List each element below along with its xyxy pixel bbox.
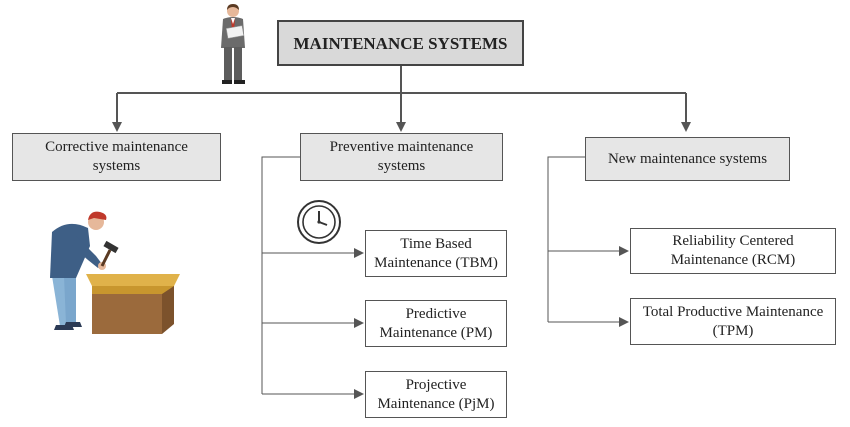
rcm-box: Reliability Centered Maintenance (RCM): [630, 228, 836, 274]
preventive-trunk-line: [261, 156, 300, 394]
corrective-box: Corrective maintenance systems: [12, 133, 221, 181]
preventive-label: Preventive maintenance systems: [329, 139, 474, 174]
corrective-label: Corrective maintenance systems: [45, 139, 188, 174]
businessman-icon: [221, 4, 245, 84]
title-box: MAINTENANCE SYSTEMS: [277, 20, 524, 66]
clock-icon: [297, 200, 341, 244]
rcm-label: Reliability Centered Maintenance (RCM): [670, 233, 796, 268]
tpm-box: Total Productive Maintenance (TPM): [630, 298, 836, 345]
pjm-box: Projective Maintenance (PjM): [365, 371, 507, 418]
tpm-label: Total Productive Maintenance (TPM): [642, 303, 824, 339]
pm-label: Predictive Maintenance (PM): [379, 305, 493, 341]
worker-hammering-icon: [50, 211, 180, 334]
pjm-label: Projective Maintenance (PjM): [377, 376, 495, 412]
tbm-box: Time Based Maintenance (TBM): [365, 230, 507, 277]
tbm-label: Time Based Maintenance (TBM): [374, 235, 498, 271]
title-label: MAINTENANCE SYSTEMS: [293, 33, 508, 53]
pm-box: Predictive Maintenance (PM): [365, 300, 507, 347]
new-trunk-line: [547, 156, 585, 322]
new-systems-box: New maintenance systems: [585, 137, 790, 181]
new-systems-label: New maintenance systems: [607, 150, 768, 167]
preventive-box: Preventive maintenance systems: [300, 133, 503, 181]
